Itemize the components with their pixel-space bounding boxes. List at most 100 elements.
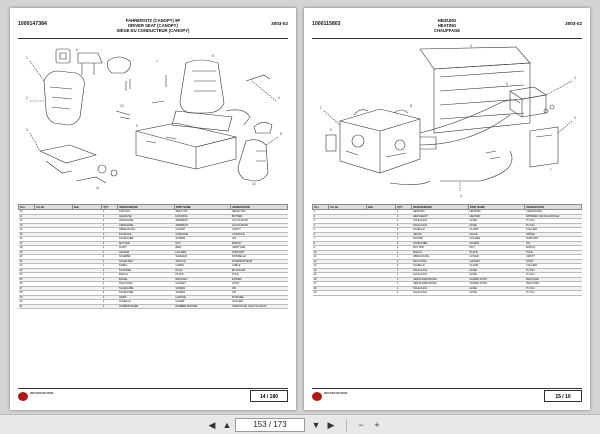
table-cell: 1 xyxy=(101,281,118,287)
table-cell: PLATE xyxy=(468,250,525,255)
page-date: 3003-02 xyxy=(565,21,582,26)
table-cell: 1 xyxy=(395,232,412,237)
table-cell: SCHALTER xyxy=(117,259,175,264)
table-cell: TUYAU xyxy=(524,290,582,296)
table-cell: 1 xyxy=(101,218,118,224)
table-cell xyxy=(34,214,73,219)
table-cell: 2 xyxy=(101,277,118,282)
table-cell: 2 xyxy=(101,268,118,273)
table-cell: SCHRAUBE xyxy=(411,241,469,246)
page-up-icon[interactable]: ▲ xyxy=(222,420,232,430)
table-cell xyxy=(366,268,396,273)
table-cell xyxy=(328,286,367,291)
table-cell: 23 xyxy=(18,268,35,273)
table-cell: HEATING xyxy=(468,209,525,215)
table-cell: 1 xyxy=(395,223,412,228)
table-cell: 8 xyxy=(312,241,329,246)
table-cell: 12 xyxy=(18,218,35,224)
table-cell xyxy=(72,259,102,264)
table-cell: 1 xyxy=(395,218,412,224)
table-cell: JOINT xyxy=(524,259,582,264)
table-cell xyxy=(72,245,102,251)
next-page-button[interactable]: ▶ xyxy=(327,420,335,430)
table-cell: SCHELLE xyxy=(411,227,469,233)
table-cell: SCREW JOINT xyxy=(468,281,525,287)
table-cell: SCREW JOINT xyxy=(468,277,525,282)
table-cell: 20 xyxy=(18,254,35,260)
svg-text:5: 5 xyxy=(470,44,472,48)
table-cell: RONDELLE xyxy=(230,254,288,260)
table-cell xyxy=(328,236,367,242)
table-cell xyxy=(366,272,396,278)
page-number-input[interactable]: 153 / 173 xyxy=(235,418,305,432)
brand-logo-icon xyxy=(18,392,28,401)
part-number: 1000147384 xyxy=(18,21,47,27)
table-cell: 1 xyxy=(395,214,412,219)
table-cell: CAPOT xyxy=(230,227,288,233)
table-cell: 2 xyxy=(101,236,118,242)
table-cell: CÂBLE xyxy=(230,263,288,269)
table-cell: JOINT xyxy=(230,281,288,287)
prev-page-button[interactable]: ◀ xyxy=(208,420,216,430)
table-cell xyxy=(72,263,102,269)
table-cell: 28 xyxy=(18,290,35,296)
table-cell: 1 xyxy=(101,272,118,278)
svg-text:6: 6 xyxy=(76,48,78,52)
table-cell: TUYAU xyxy=(524,286,582,291)
svg-text:12: 12 xyxy=(120,104,124,108)
zoom-out-button[interactable]: − xyxy=(358,420,364,430)
svg-text:8: 8 xyxy=(410,104,412,108)
svg-text:3: 3 xyxy=(26,128,28,132)
page-footer: WACKER NEUSON 14 / 180 xyxy=(18,388,288,402)
table-cell: 4 xyxy=(101,290,118,296)
table-cell: MUTTER xyxy=(411,245,469,251)
table-cell xyxy=(366,245,396,251)
table-cell: ABDECKUNG xyxy=(411,254,469,260)
table-cell: 1 xyxy=(395,254,412,260)
table-cell: SUPPORT xyxy=(230,250,288,255)
table-cell: PLATE xyxy=(174,272,231,278)
page-down-icon[interactable]: ▼ xyxy=(311,420,321,430)
table-cell xyxy=(34,259,73,264)
table-cell xyxy=(328,277,367,282)
table-cell xyxy=(328,241,367,246)
table-cell: TÔLE xyxy=(524,250,582,255)
page-header: 1000147384 FAHRERSITZ (CANOPY) 9P DRIVER… xyxy=(18,18,288,40)
table-cell xyxy=(72,241,102,246)
document-page-left: 1000147384 FAHRERSITZ (CANOPY) 9P DRIVER… xyxy=(10,8,296,410)
table-cell: 4 xyxy=(101,241,118,246)
table-cell: SCHRAUBE xyxy=(117,286,175,291)
table-cell: SWITCH xyxy=(174,259,231,264)
table-cell: CONSOLE xyxy=(230,232,288,237)
table-cell xyxy=(366,250,396,255)
exploded-diagram-heating: 123 456 789 xyxy=(320,44,576,198)
table-cell: VERSCHRAUBUNG xyxy=(411,281,469,287)
table-cell: 1 xyxy=(395,259,412,264)
svg-text:5: 5 xyxy=(280,132,282,136)
zoom-in-button[interactable]: + xyxy=(374,420,380,430)
table-cell: SCHLAUCH xyxy=(411,286,469,291)
brand-logo-icon xyxy=(312,392,322,401)
table-cell: 2 xyxy=(101,299,118,305)
svg-text:4: 4 xyxy=(278,96,280,100)
table-cell: SCHRAUBE xyxy=(117,236,175,242)
svg-text:8: 8 xyxy=(212,54,214,58)
table-cell: HOSE xyxy=(468,218,525,224)
table-cell: SCHRAUBE xyxy=(117,290,175,296)
table-cell xyxy=(328,209,367,215)
table-cell: 14 xyxy=(312,268,329,273)
svg-text:1: 1 xyxy=(320,106,322,110)
table-cell: GASKET xyxy=(468,259,525,264)
table-cell: 1 xyxy=(395,281,412,287)
table-cell: DICHTUNG xyxy=(117,281,175,287)
table-cell: GASKET xyxy=(174,281,231,287)
table-cell: COLLIER xyxy=(230,299,288,305)
table-cell: 18 xyxy=(312,286,329,291)
